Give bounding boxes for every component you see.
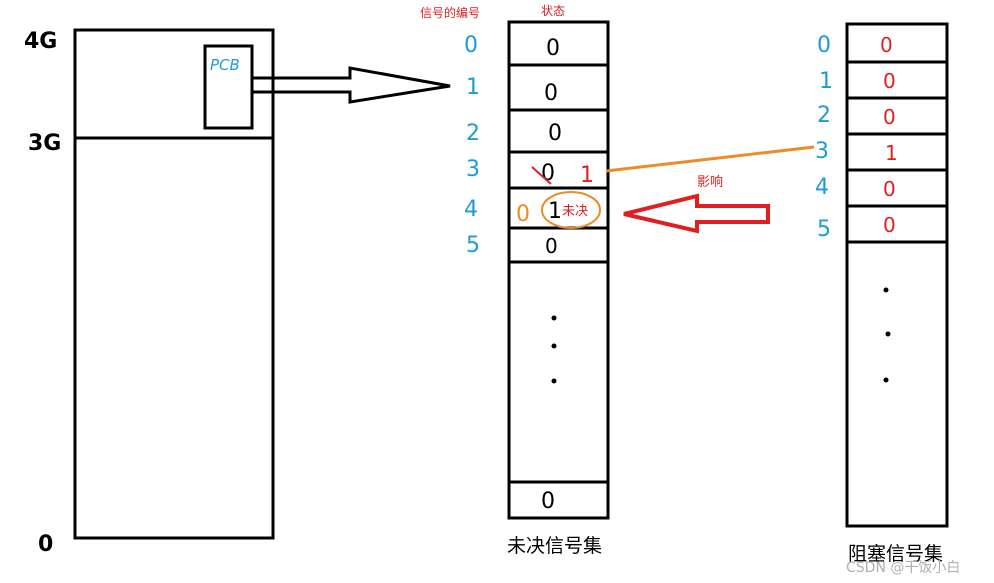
blocked-values: 0 0 0 1 0 0 bbox=[880, 33, 898, 237]
pending-row3-new-value: 1 bbox=[580, 163, 594, 188]
header-signal-number: 信号的编号 bbox=[420, 5, 480, 20]
pending-value: 0 bbox=[546, 36, 560, 61]
blocked-value: 0 bbox=[883, 177, 896, 201]
pending-indices: 0 1 2 3 4 5 bbox=[464, 33, 480, 258]
blocked-index: 2 bbox=[817, 103, 831, 128]
pending-value: 1 bbox=[548, 199, 562, 224]
pending-value: 0 bbox=[544, 81, 558, 106]
pending-last-value: 0 bbox=[541, 489, 555, 514]
blocked-value: 0 bbox=[880, 33, 893, 57]
pending-values: 0 0 0 0 1 0 0 bbox=[541, 36, 562, 514]
memory-frame bbox=[73, 28, 275, 540]
pending-note: 未决 bbox=[562, 204, 588, 219]
pending-highlight-circle bbox=[541, 191, 601, 229]
blocked-index: 0 bbox=[817, 33, 831, 58]
pending-row4-side-value: 0 bbox=[516, 202, 530, 227]
pending-ellipsis bbox=[551, 315, 557, 384]
pending-index: 5 bbox=[466, 233, 480, 258]
address-4g-label: 4G bbox=[24, 29, 57, 54]
pending-caption: 未决信号集 bbox=[507, 535, 602, 557]
pcb-box bbox=[203, 44, 254, 130]
pending-value: 0 bbox=[541, 161, 555, 186]
strike-mark bbox=[531, 166, 552, 185]
address-0-label: 0 bbox=[38, 532, 53, 557]
blocked-ellipsis bbox=[883, 287, 891, 383]
blocked-value: 0 bbox=[883, 213, 896, 237]
red-arrow bbox=[623, 193, 770, 234]
blocked-caption: 阻塞信号集 bbox=[848, 543, 943, 565]
pcb-arrow bbox=[253, 66, 451, 104]
influence-line bbox=[605, 145, 815, 173]
pcb-label: PCB bbox=[210, 56, 240, 74]
pending-value: 0 bbox=[545, 234, 558, 258]
pending-value: 0 bbox=[548, 121, 562, 146]
blocked-signal-set: 0 1 2 3 4 5 0 0 0 1 0 0 阻塞信号集 bbox=[815, 22, 949, 565]
pending-index: 1 bbox=[466, 75, 480, 100]
address-3g-label: 3G bbox=[28, 131, 61, 156]
pending-row-dividers bbox=[509, 63, 608, 484]
header-signal-state: 状态 bbox=[541, 4, 565, 18]
pending-index: 4 bbox=[464, 197, 478, 222]
pending-index: 0 bbox=[464, 33, 478, 58]
pending-signal-set: 信号的编号 状态 0 1 2 3 4 5 0 0 0 0 1 0 bbox=[420, 4, 610, 557]
blocked-row-dividers bbox=[847, 60, 947, 244]
blocked-value: 0 bbox=[883, 105, 896, 129]
blocked-value: 0 bbox=[883, 69, 896, 93]
blocked-index: 1 bbox=[819, 69, 833, 94]
blocked-indices: 0 1 2 3 4 5 bbox=[815, 33, 833, 242]
blocked-frame bbox=[845, 22, 949, 528]
pending-index: 3 bbox=[466, 157, 480, 182]
pending-frame bbox=[507, 20, 610, 520]
blocked-index: 4 bbox=[815, 175, 829, 200]
watermark: CSDN @干饭小白 bbox=[846, 560, 960, 576]
memory-block: PCB 4G 3G 0 bbox=[24, 28, 275, 557]
blocked-value: 1 bbox=[885, 141, 898, 165]
blocked-index: 3 bbox=[815, 139, 829, 164]
blocked-index: 5 bbox=[817, 217, 831, 242]
pending-index: 2 bbox=[466, 121, 480, 146]
influence-label: 影响 bbox=[697, 174, 723, 190]
